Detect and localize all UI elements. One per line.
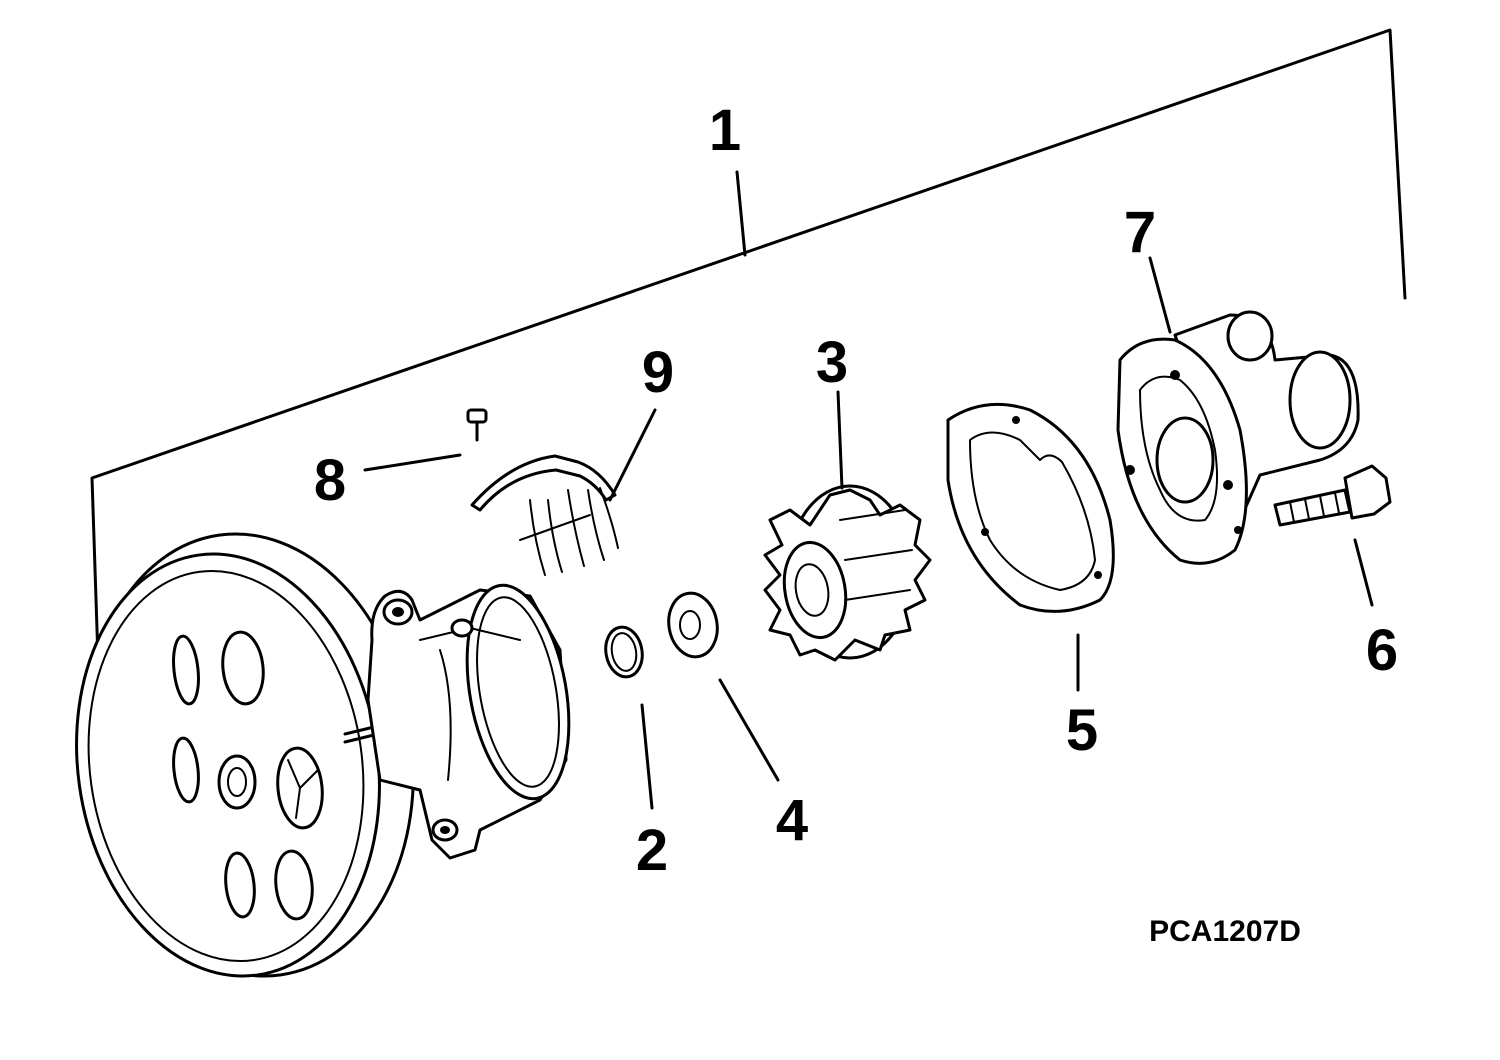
callout-1: 1 (709, 98, 741, 163)
o-ring-part-2 (604, 625, 644, 679)
pulley-part (75, 532, 415, 978)
assembly-bracket (90, 28, 1407, 722)
callout-9: 9 (642, 340, 674, 405)
callout-6: 6 (1366, 618, 1398, 683)
washer-part-4 (667, 591, 719, 659)
bolt-part-6 (1273, 464, 1392, 527)
callout-8: 8 (314, 448, 346, 513)
bolt-part-8 (466, 408, 488, 442)
callout-4: 4 (776, 788, 808, 853)
impeller-part-3 (763, 484, 932, 662)
callout-2: 2 (636, 818, 668, 883)
gasket-part-5 (946, 402, 1115, 613)
callout-5: 5 (1066, 698, 1098, 763)
callout-7: 7 (1124, 200, 1156, 265)
cover-part-7 (1116, 310, 1360, 565)
callout-3: 3 (816, 330, 848, 395)
callout-labels: 1 2 3 4 5 6 7 8 9 (314, 98, 1398, 883)
pump-housing-part (343, 583, 571, 860)
reference-code: PCA1207D (1149, 915, 1301, 948)
leader-lines (363, 256, 1374, 810)
cam-part-9 (470, 454, 619, 576)
